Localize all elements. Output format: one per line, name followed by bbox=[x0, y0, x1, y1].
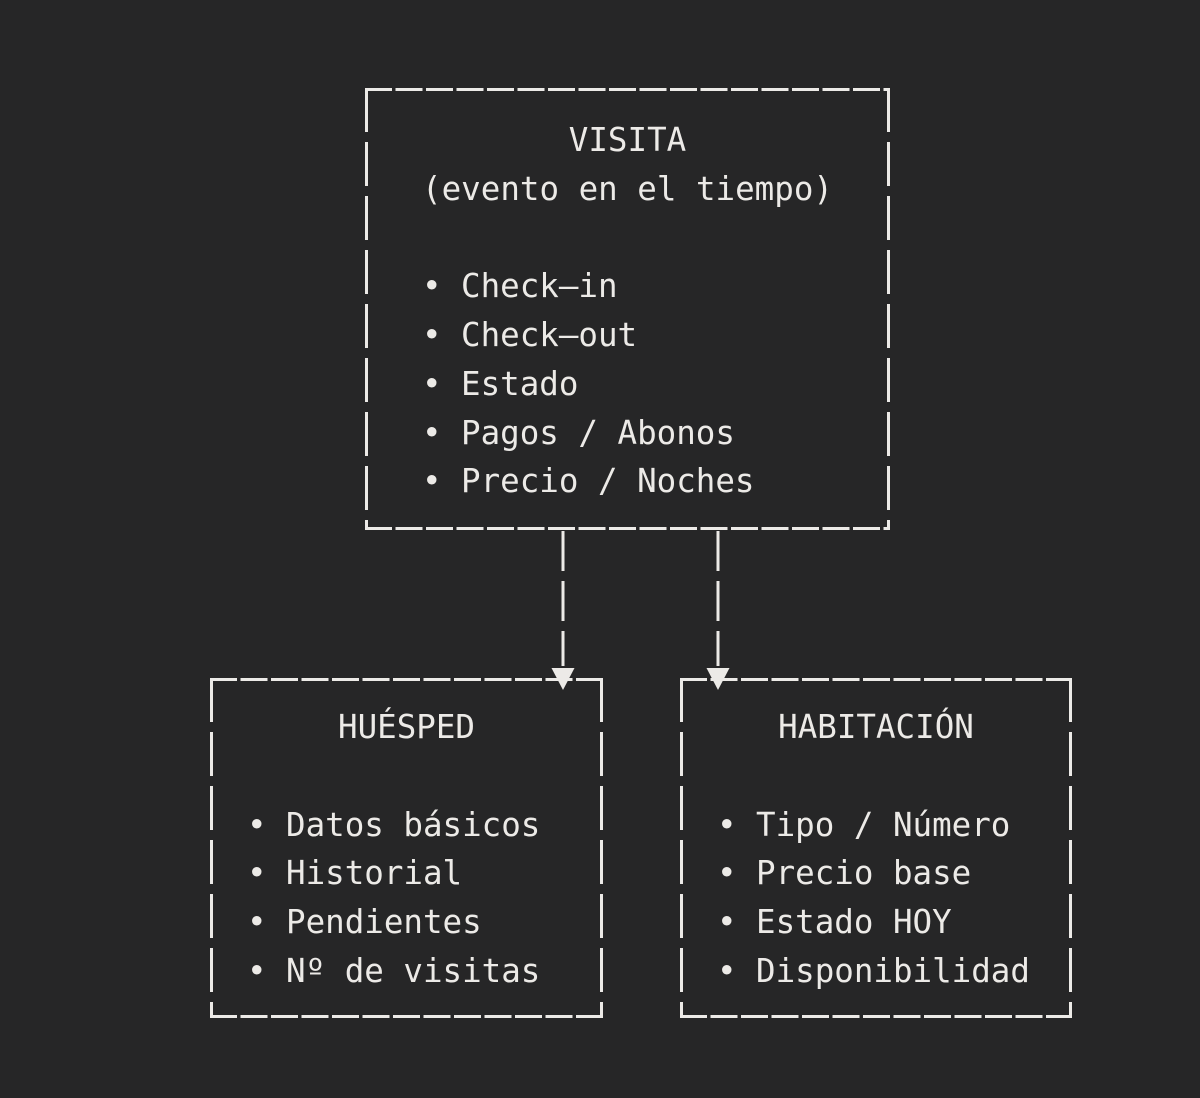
habitacion-box-title: HABITACIÓN bbox=[778, 708, 974, 746]
list-item-label: Pendientes bbox=[286, 903, 482, 941]
spacer bbox=[365, 214, 890, 263]
bullet-icon: • bbox=[717, 805, 737, 844]
bullet-icon: • bbox=[717, 903, 737, 941]
list-item-label: Nº de visitas bbox=[286, 951, 541, 990]
huesped-box-title: HUÉSPED bbox=[338, 708, 475, 746]
bullet-icon: • bbox=[422, 413, 442, 452]
bullet-icon: • bbox=[422, 267, 442, 306]
list-item: • Estado HOY bbox=[680, 898, 1072, 947]
list-item: • Check—out bbox=[365, 311, 890, 360]
list-item-label: Check—in bbox=[461, 267, 618, 306]
list-item-label: Pagos / Abonos bbox=[461, 413, 735, 452]
bullet-icon: • bbox=[247, 854, 267, 893]
list-item-label: Tipo / Número bbox=[756, 805, 1011, 844]
list-item: • Tipo / Número bbox=[680, 801, 1072, 850]
list-item: • Check—in bbox=[365, 262, 890, 311]
visita-box: VISITA (evento en el tiempo) • Check—in •… bbox=[365, 88, 890, 530]
bullet-icon: • bbox=[422, 364, 442, 403]
list-item-label: Precio base bbox=[756, 854, 972, 893]
bullet-icon: • bbox=[422, 462, 442, 501]
list-item: • Nº de visitas bbox=[210, 947, 603, 996]
spacer bbox=[210, 752, 603, 801]
list-item: • Pendientes bbox=[210, 898, 603, 947]
list-item: • Historial bbox=[210, 849, 603, 898]
bullet-icon: • bbox=[247, 805, 267, 844]
list-item-label: Check—out bbox=[461, 316, 638, 354]
list-item: • Estado bbox=[365, 360, 890, 409]
visita-box-subtitle: (evento en el tiempo) bbox=[422, 169, 833, 208]
list-item-label: Precio / Noches bbox=[461, 462, 755, 501]
list-item: • Precio / Noches bbox=[365, 457, 890, 506]
list-item-label: Estado HOY bbox=[756, 903, 952, 941]
bullet-icon: • bbox=[717, 854, 737, 893]
list-item-label: Estado bbox=[461, 364, 579, 403]
list-item: • Precio base bbox=[680, 849, 1072, 898]
spacer bbox=[680, 752, 1072, 801]
habitacion-box: HABITACIÓN • Tipo / Número • Precio base •… bbox=[680, 678, 1072, 1018]
bullet-icon: • bbox=[717, 951, 737, 990]
list-item-label: Disponibilidad bbox=[756, 951, 1030, 990]
huesped-box: HUÉSPED • Datos básicos • Historial • Pendi… bbox=[210, 678, 603, 1018]
list-item: • Disponibilidad bbox=[680, 947, 1072, 996]
list-item: • Datos básicos bbox=[210, 801, 603, 850]
list-item-label: Datos básicos bbox=[286, 805, 541, 844]
bullet-icon: • bbox=[422, 316, 442, 354]
visita-box-title: VISITA bbox=[568, 121, 687, 159]
bullet-icon: • bbox=[247, 903, 267, 941]
list-item: • Pagos / Abonos bbox=[365, 409, 890, 458]
bullet-icon: • bbox=[247, 951, 267, 990]
list-item-label: Historial bbox=[286, 854, 463, 893]
